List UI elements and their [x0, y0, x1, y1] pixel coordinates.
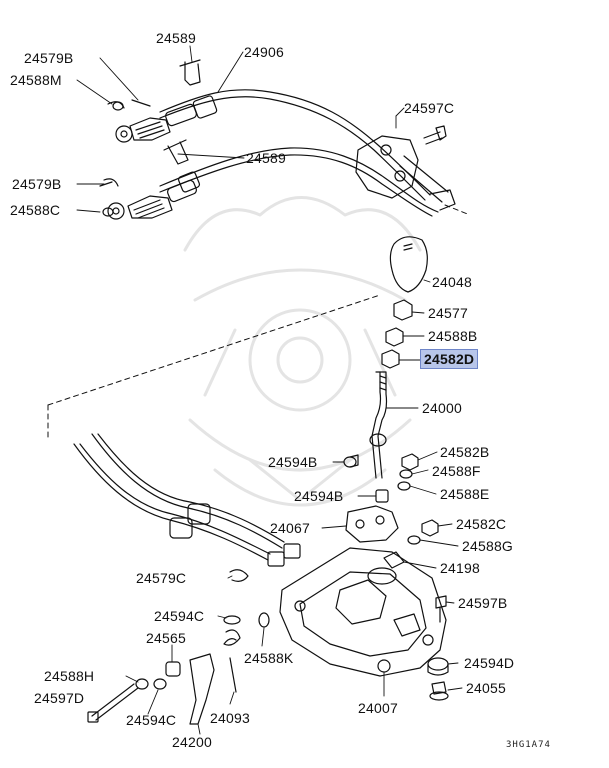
part-label-24594B-mid[interactable]: 24594B [294, 488, 344, 504]
lower-cable-assembly [73, 433, 301, 582]
part-label-24093[interactable]: 24093 [210, 710, 250, 726]
part-label-24588C[interactable]: 24588C [10, 202, 61, 218]
part-label-24577[interactable]: 24577 [428, 305, 468, 321]
part-label-24579B-top[interactable]: 24579B [24, 50, 74, 66]
part-label-24200[interactable]: 24200 [172, 734, 212, 750]
part-label-24589-top[interactable]: 24589 [156, 30, 196, 46]
dash-leader-lines [47, 204, 471, 441]
part-label-24594C-bottom[interactable]: 24594C [126, 712, 177, 728]
part-label-24565[interactable]: 24565 [146, 630, 186, 646]
part-label-24582D-highlighted[interactable]: 24582D [420, 349, 479, 369]
part-label-24198[interactable]: 24198 [440, 560, 480, 576]
part-label-24588K[interactable]: 24588K [244, 650, 294, 666]
leader-lines [76, 45, 463, 735]
lower-linkage [87, 612, 270, 725]
part-label-24594D[interactable]: 24594D [464, 655, 515, 671]
part-label-24588G[interactable]: 24588G [462, 538, 514, 554]
part-label-24067[interactable]: 24067 [270, 520, 310, 536]
part-label-24588M[interactable]: 24588M [10, 72, 62, 88]
part-label-24588H[interactable]: 24588H [44, 668, 95, 684]
part-label-24007[interactable]: 24007 [358, 700, 398, 716]
part-label-24579C[interactable]: 24579C [136, 570, 187, 586]
shifter-housing [279, 547, 449, 701]
part-label-24055[interactable]: 24055 [466, 680, 506, 696]
watermark-emblem [183, 196, 422, 507]
part-label-24579B-mid[interactable]: 24579B [12, 176, 62, 192]
part-label-24597B[interactable]: 24597B [458, 595, 508, 611]
upper-cable-assembly [99, 59, 456, 220]
part-label-24597D[interactable]: 24597D [34, 690, 85, 706]
part-label-24597C[interactable]: 24597C [404, 100, 455, 116]
part-label-24906[interactable]: 24906 [244, 44, 284, 60]
part-label-24000[interactable]: 24000 [422, 400, 462, 416]
part-label-24582B[interactable]: 24582B [440, 444, 490, 460]
part-label-24588F[interactable]: 24588F [432, 463, 481, 479]
part-label-24582C[interactable]: 24582C [456, 516, 507, 532]
diagram-code: 3HG1A74 [506, 740, 551, 750]
part-label-24588B[interactable]: 24588B [428, 328, 478, 344]
part-label-24588E[interactable]: 24588E [440, 486, 490, 502]
part-label-24594C-top[interactable]: 24594C [154, 608, 205, 624]
part-label-24589-mid[interactable]: 24589 [246, 150, 286, 166]
part-label-24048[interactable]: 24048 [432, 274, 472, 290]
part-label-24594B-left[interactable]: 24594B [268, 454, 318, 470]
